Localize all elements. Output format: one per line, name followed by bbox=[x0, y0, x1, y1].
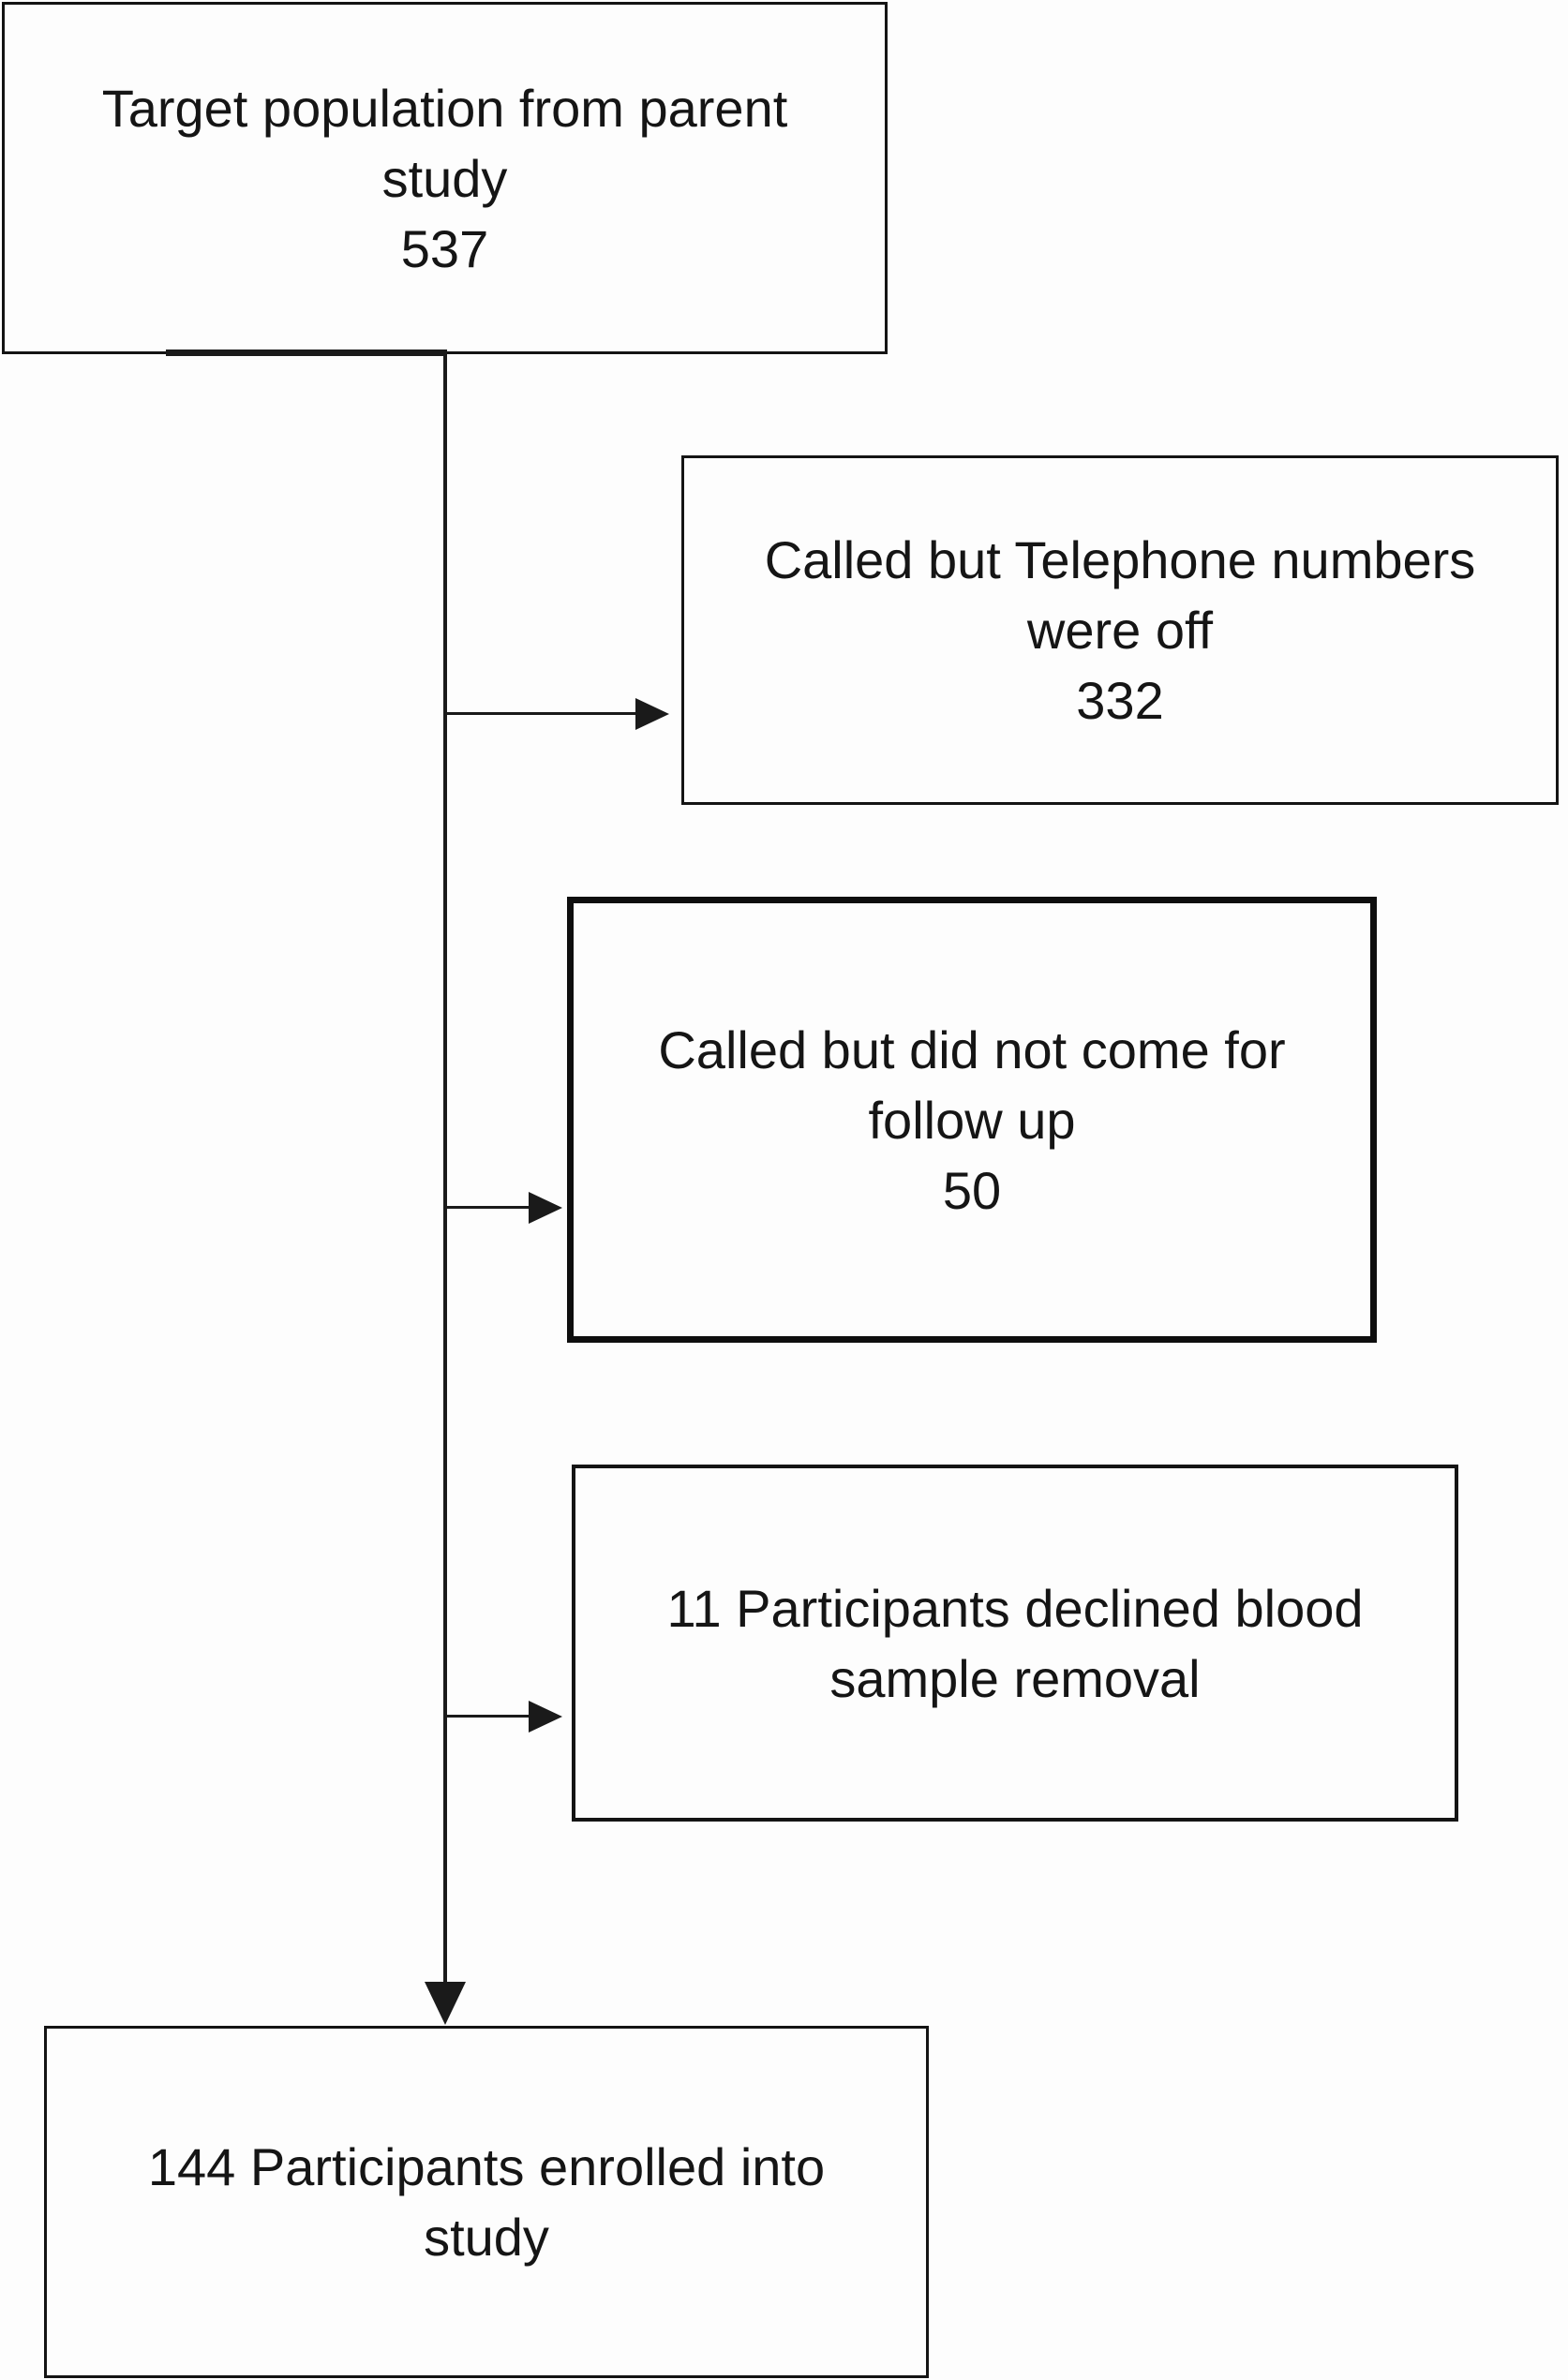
arrowhead-right-no-followup bbox=[529, 1192, 562, 1224]
node-text-line: follow up bbox=[868, 1090, 1076, 1150]
node-text-line: 332 bbox=[1076, 671, 1164, 730]
node-text-line: study bbox=[381, 148, 508, 208]
node-text-line: Called but did not come for bbox=[658, 1019, 1286, 1079]
connector-arrow-phones-off bbox=[445, 712, 644, 715]
node-phones-off: Called but Telephone numbers were off 33… bbox=[681, 455, 1559, 805]
node-text-line: were off bbox=[1026, 601, 1214, 660]
node-text-line: Called but Telephone numbers bbox=[764, 530, 1476, 589]
node-text-line: 537 bbox=[400, 218, 489, 278]
node-declined-blood: 11 Participants declined blood sample re… bbox=[572, 1465, 1458, 1822]
connector-elbow-segment bbox=[166, 350, 447, 356]
arrowhead-right-declined-blood bbox=[529, 1701, 562, 1733]
node-text-line: sample removal bbox=[829, 1648, 1201, 1708]
node-text-line: 11 Participants declined blood bbox=[666, 1578, 1364, 1638]
connector-main-vertical-line bbox=[443, 354, 447, 1985]
connector-arrow-declined-blood bbox=[445, 1715, 539, 1718]
node-target-population: Target population from parent study 537 bbox=[2, 2, 888, 354]
connector-arrow-no-followup bbox=[445, 1206, 539, 1209]
node-text-line: 50 bbox=[942, 1160, 1002, 1220]
node-text-line: 144 Participants enrolled into bbox=[147, 2137, 826, 2196]
node-text-line: study bbox=[424, 2208, 549, 2267]
arrowhead-down-enrolled bbox=[425, 1982, 466, 2025]
node-enrolled: 144 Participants enrolled into study bbox=[44, 2026, 929, 2378]
node-text-line: Target population from parent bbox=[101, 78, 788, 138]
arrowhead-right-phones-off bbox=[635, 698, 669, 730]
node-no-followup: Called but did not come for follow up 50 bbox=[567, 897, 1377, 1343]
